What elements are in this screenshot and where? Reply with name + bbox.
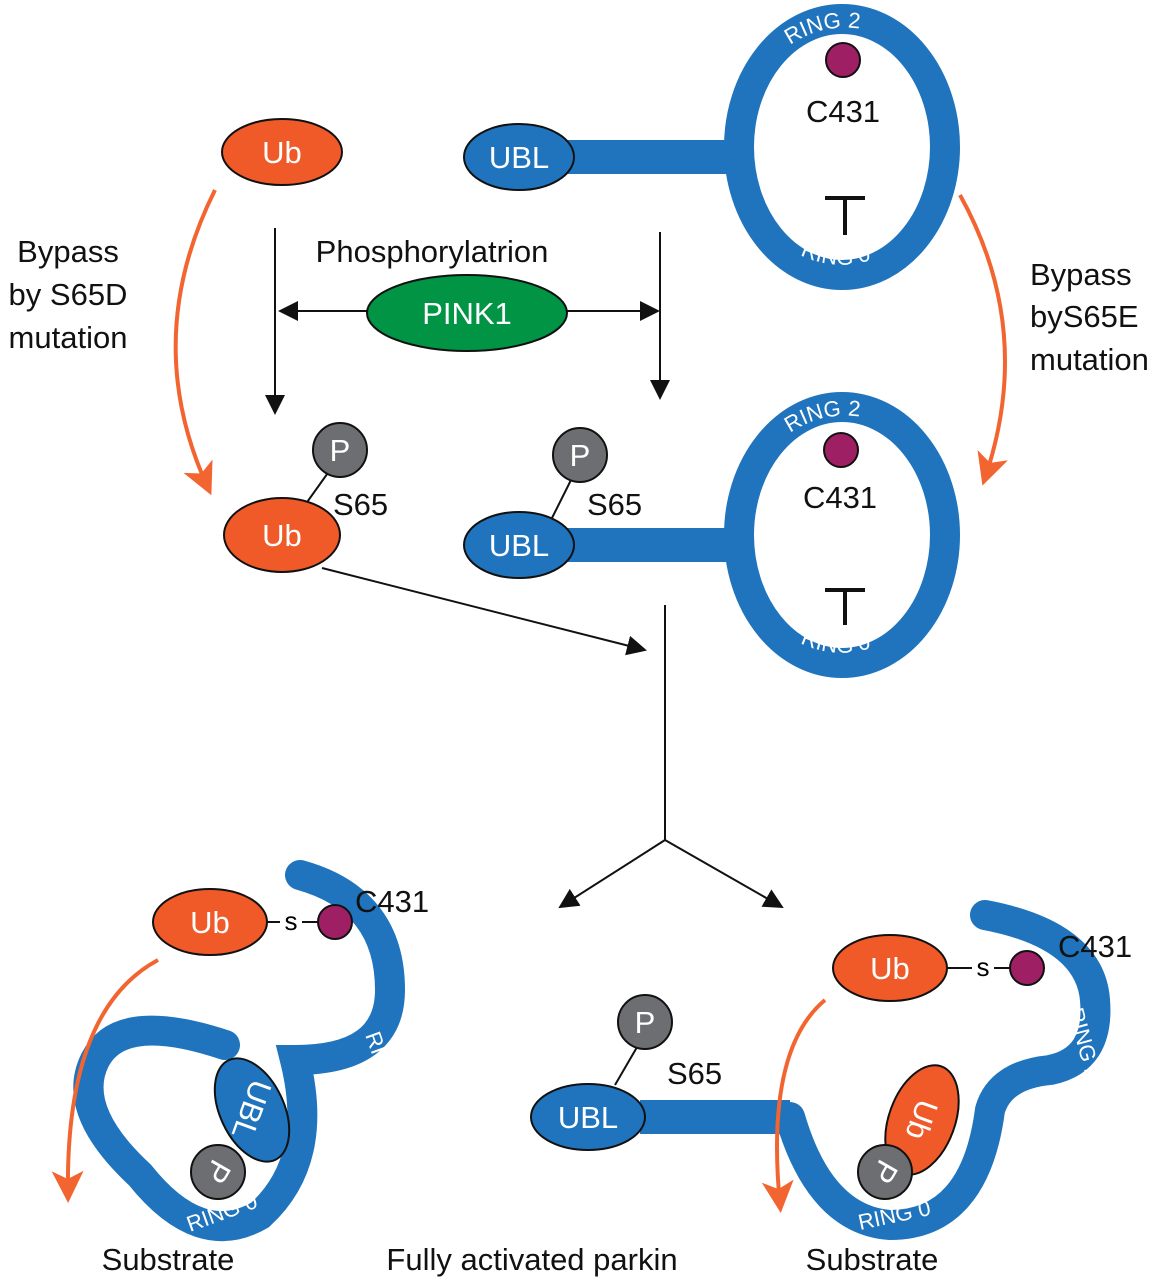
ring2-label: RING 2 — [360, 1028, 409, 1105]
ub-label: Ub — [262, 135, 302, 170]
c431-dot — [825, 42, 861, 78]
bypass-arrow-right — [958, 194, 1008, 486]
phosphorylation-label: Phosphorylatrion — [316, 234, 549, 269]
s65-label: S65 — [667, 1056, 722, 1091]
bypass-right-2: byS65E — [1030, 299, 1139, 334]
substrate-label-right: Substrate — [806, 1242, 939, 1277]
p-label: P — [570, 438, 591, 473]
ub-label: Ub — [262, 518, 302, 553]
bypass-left-1: Bypass — [17, 234, 119, 269]
bypass-left-3: mutation — [9, 320, 128, 355]
phospho-ubiquitin: P Ub S65 — [223, 422, 388, 573]
c431-label: C431 — [355, 884, 429, 919]
p-label: P — [330, 433, 351, 468]
bypass-arrow-left — [173, 189, 217, 496]
pink1-kinase: PINK1 — [366, 274, 568, 352]
bypass-left-2: by S65D — [9, 277, 128, 312]
bypass-right-1: Bypass — [1030, 257, 1132, 292]
pink1-label: PINK1 — [422, 296, 512, 331]
ub-label: Ub — [870, 951, 910, 986]
ubl-label: UBL — [489, 140, 549, 175]
thioester-label: s — [977, 952, 990, 982]
p-label: P — [635, 1005, 656, 1040]
parkin-active-left: UBL P RING 2 RING 0 Ub s C431 — [51, 860, 429, 1242]
ubl-label: UBL — [558, 1100, 618, 1135]
c431-label: C431 — [1058, 929, 1132, 964]
inhibition-bar — [825, 196, 865, 235]
bypass-right-3: mutation — [1030, 342, 1149, 377]
substrate-label-left: Substrate — [102, 1242, 235, 1277]
s65-label: S65 — [333, 487, 388, 522]
parkin-phosphorylated: UBL P S65 C431 RING 2 RING 0 — [463, 392, 960, 678]
c431-label: C431 — [806, 94, 880, 129]
parkin-active-right: Ub P RING 2 RING 0 P S65 UBL Ub s C431 — [530, 900, 1132, 1241]
c431-label: C431 — [803, 480, 877, 515]
ub-label: Ub — [190, 905, 230, 940]
ubl-label: UBL — [489, 528, 549, 563]
ubiquitin-top: Ub — [221, 118, 343, 186]
fully-activated-label: Fully activated parkin — [386, 1242, 677, 1277]
thioester-label: s — [285, 906, 298, 936]
s65-label: S65 — [587, 487, 642, 522]
